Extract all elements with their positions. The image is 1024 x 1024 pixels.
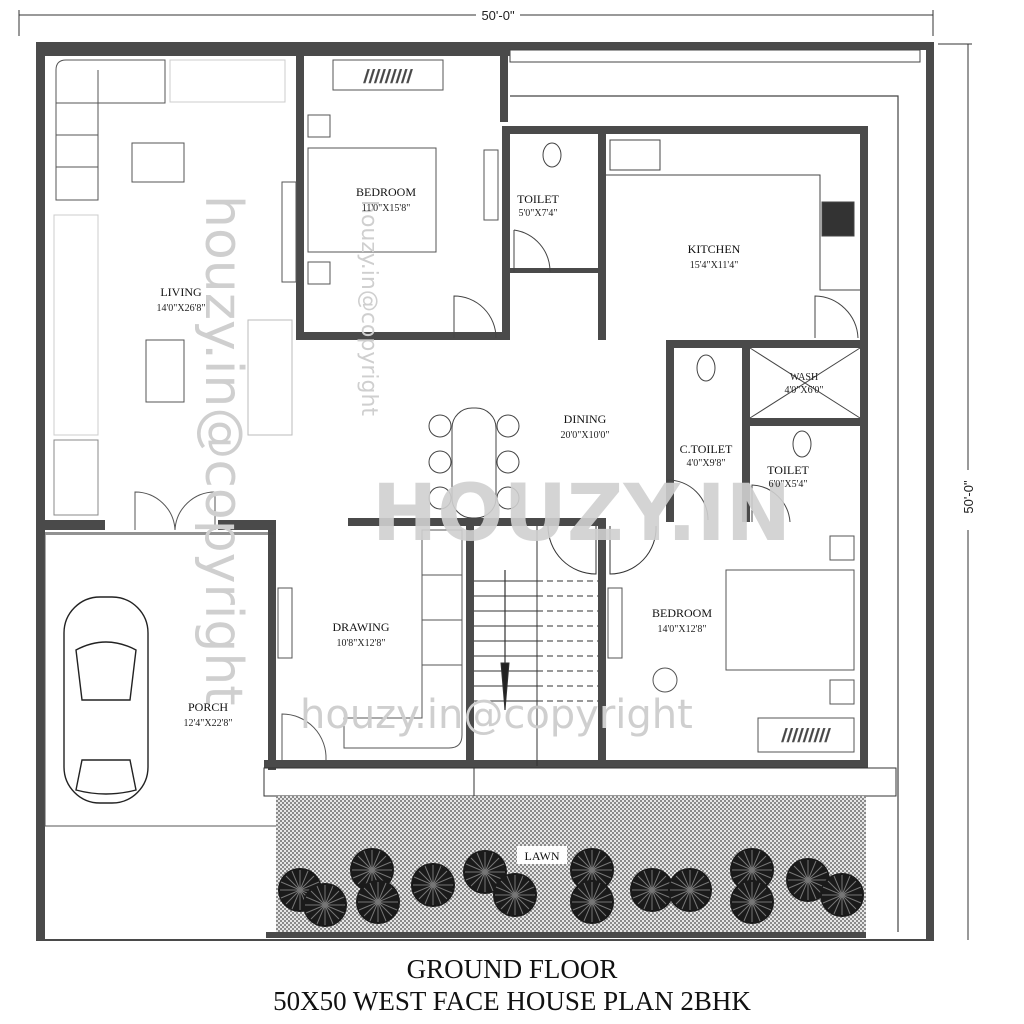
car-icon <box>63 596 149 804</box>
svg-text:houzy.in@copyright: houzy.in@copyright <box>193 195 253 706</box>
dimension-top-label: 50'-0" <box>481 8 515 23</box>
svg-text:20'0"X10'0": 20'0"X10'0" <box>561 430 610 441</box>
svg-text:15'4"X11'4": 15'4"X11'4" <box>690 260 739 271</box>
svg-text:TOILET: TOILET <box>517 192 559 206</box>
room-label-porch: PORCH 12'4"X22'8" <box>184 700 233 729</box>
dimension-right: 50'-0" <box>938 43 976 940</box>
svg-text:houzy.in@copyright: houzy.in@copyright <box>300 692 693 738</box>
room-label-toilet1: TOILET 5'0"X7'4" <box>517 192 559 219</box>
room-label-living: LIVING 14'0"X26'8" <box>157 285 206 314</box>
svg-text:DRAWING: DRAWING <box>332 620 389 634</box>
room-label-ctoilet: C.TOILET 4'0"X9'8" <box>680 442 733 469</box>
plot-boundary <box>36 42 934 941</box>
dining-table <box>428 407 520 519</box>
bedroom2-furniture: ///////// <box>607 535 855 753</box>
lawn: LAWN <box>266 796 866 938</box>
toilet-fixtures <box>667 347 861 523</box>
room-label-wash: WASH 4'0"X6'0" <box>785 372 824 396</box>
porch-outline <box>44 535 276 827</box>
svg-text:C.TOILET: C.TOILET <box>680 442 733 456</box>
plan-title: GROUND FLOOR <box>406 954 618 984</box>
svg-text:14'0"X26'8": 14'0"X26'8" <box>157 303 206 314</box>
svg-text://///////: ///////// <box>364 66 413 85</box>
dimension-top: 50'-0" <box>18 8 934 36</box>
living-furniture <box>53 59 293 516</box>
room-label-kitchen: KITCHEN 15'4"X11'4" <box>688 242 741 271</box>
room-label-toilet2: TOILET 6'0"X5'4" <box>767 463 809 490</box>
staircase <box>474 525 657 766</box>
room-label-bedroom1: BEDROOM 11'0"X15'8" <box>356 185 416 214</box>
kitchen-fixtures <box>453 139 860 339</box>
watermark: houzy.in@copyright houzy.in@copyright ho… <box>193 195 791 738</box>
svg-text:4'0"X6'0": 4'0"X6'0" <box>785 385 824 396</box>
svg-text://///////: ///////// <box>782 725 831 744</box>
svg-text:12'4"X22'8": 12'4"X22'8" <box>184 718 233 729</box>
walls <box>45 50 868 770</box>
drawing-furniture <box>134 489 463 761</box>
svg-text:TOILET: TOILET <box>767 463 809 477</box>
room-label-drawing: DRAWING 10'8"X12'8" <box>332 620 389 649</box>
lawn-label: LAWN <box>524 849 559 863</box>
bedroom1-furniture: ///////// <box>281 59 499 285</box>
svg-text:PORCH: PORCH <box>188 700 228 714</box>
svg-text:10'8"X12'8": 10'8"X12'8" <box>337 638 386 649</box>
front-platform <box>263 767 897 797</box>
svg-text:LIVING: LIVING <box>160 285 202 299</box>
svg-text:houzy.in@copyright: houzy.in@copyright <box>356 200 381 416</box>
svg-text:DINING: DINING <box>564 412 607 426</box>
svg-text:5'0"X7'4": 5'0"X7'4" <box>519 208 558 219</box>
svg-text:HOUZY.IN: HOUZY.IN <box>372 469 791 559</box>
room-label-bedroom2: BEDROOM 14'0"X12'8" <box>652 606 712 635</box>
svg-text:BEDROOM: BEDROOM <box>356 185 416 199</box>
svg-text:4'0"X9'8": 4'0"X9'8" <box>687 458 726 469</box>
svg-text:11'0"X15'8": 11'0"X15'8" <box>362 203 411 214</box>
svg-text:14'0"X12'8": 14'0"X12'8" <box>658 624 707 635</box>
dimension-right-label: 50'-0" <box>961 480 976 514</box>
room-label-dining: DINING 20'0"X10'0" <box>561 412 610 441</box>
svg-text:WASH: WASH <box>790 372 818 383</box>
plan-subtitle: 50X50 WEST FACE HOUSE PLAN 2BHK <box>273 986 751 1016</box>
svg-text:6'0"X5'4": 6'0"X5'4" <box>769 479 808 490</box>
svg-text:BEDROOM: BEDROOM <box>652 606 712 620</box>
svg-text:KITCHEN: KITCHEN <box>688 242 741 256</box>
